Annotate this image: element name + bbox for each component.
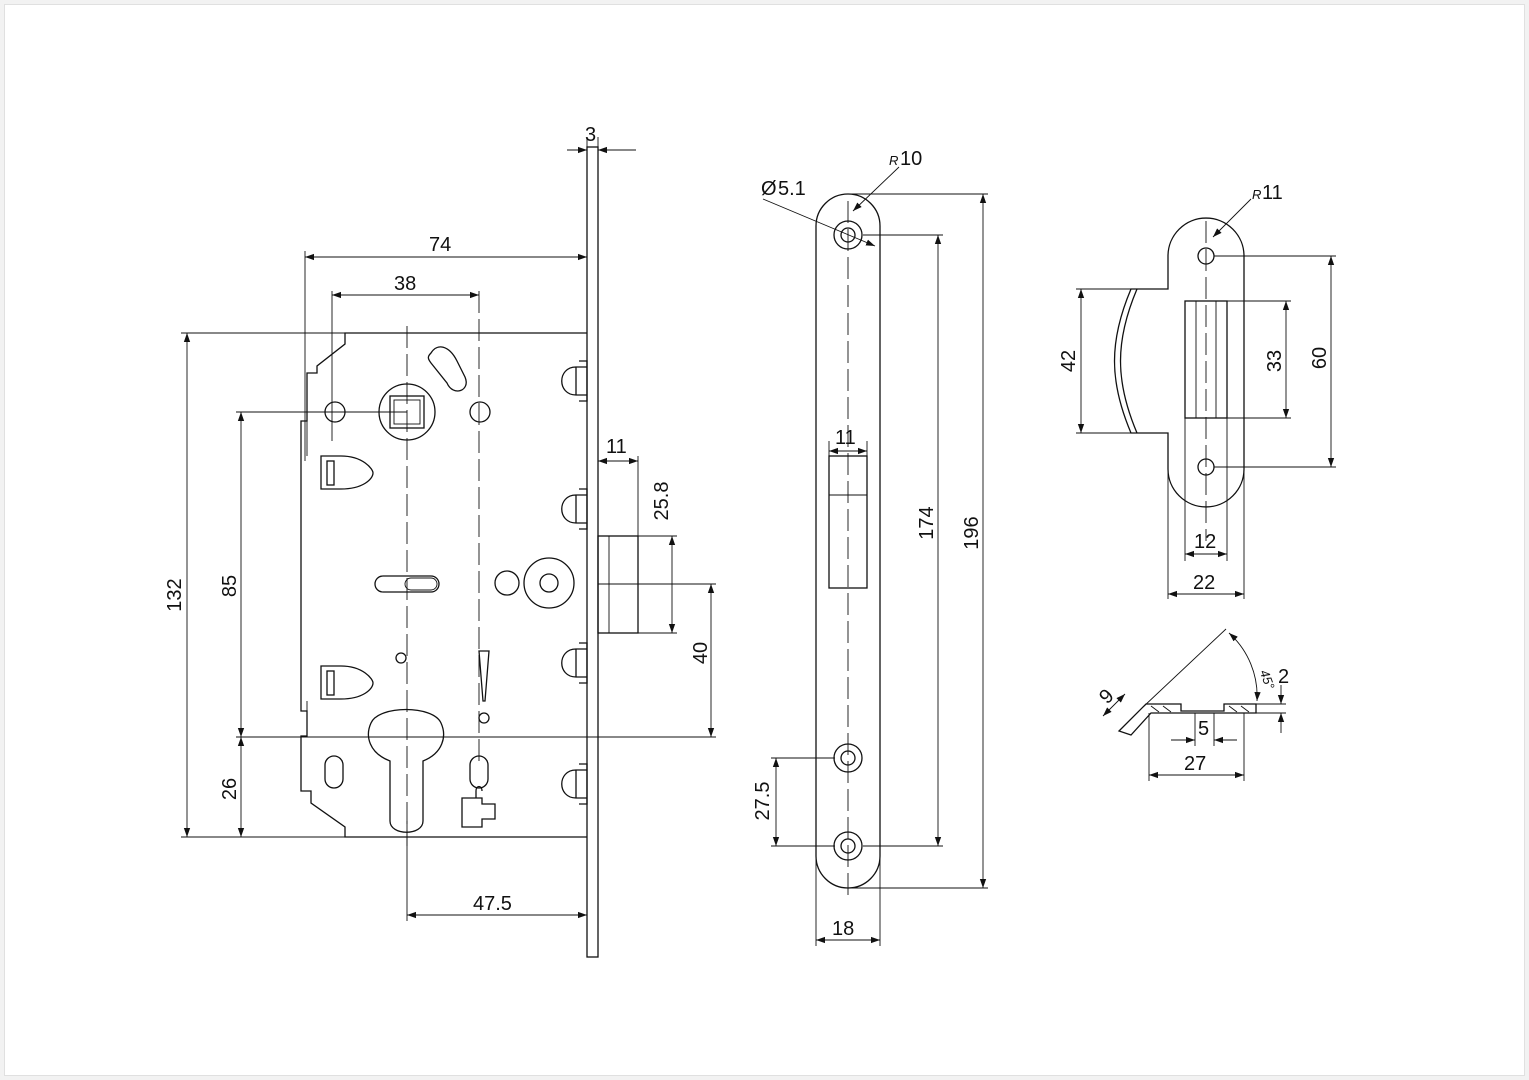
faceplate-view: Ø 5.1 R 10 11 174 196 27.5 18 xyxy=(752,148,988,946)
dim-text-33: 33 xyxy=(1264,350,1286,372)
leader-diameter xyxy=(762,198,876,247)
lower-spring-tab xyxy=(326,670,335,696)
dim-text-2: 2 xyxy=(1278,666,1289,688)
lock-case-outline xyxy=(300,332,587,838)
dim-text-radius: 10 xyxy=(900,148,922,170)
faceplate-latch-slot xyxy=(828,455,868,589)
dim-text-strike-radius-prefix: R xyxy=(1252,187,1261,202)
strike-plate-view: R 11 42 33 60 12 22 xyxy=(1058,182,1336,599)
dim-text-60: 60 xyxy=(1309,347,1331,369)
dim-text-132: 132 xyxy=(164,578,186,611)
hub-slot xyxy=(427,346,467,392)
dim-text-196: 196 xyxy=(961,516,983,549)
strike-profile-angle-line xyxy=(1142,628,1227,708)
leader-strike-radius xyxy=(1212,198,1252,238)
dim-text-74: 74 xyxy=(429,234,451,256)
dim-text-40: 40 xyxy=(690,642,712,664)
bottom-slot-left xyxy=(324,755,344,789)
leader-radius xyxy=(852,166,900,212)
strike-profile-outline xyxy=(1117,703,1257,736)
faceplate-top-hole-outer xyxy=(833,220,863,250)
dim-text-25-8: 25.8 xyxy=(651,482,673,521)
middle-hole-small xyxy=(494,570,520,596)
faceplate-bottom-hole xyxy=(840,838,856,854)
latch-bolt xyxy=(597,535,639,634)
dim-text-22: 22 xyxy=(1193,572,1215,594)
dim-line-9 xyxy=(1102,693,1126,717)
dim-text-42: 42 xyxy=(1058,350,1080,372)
faceplate-outline xyxy=(815,193,881,889)
dim-text-47-5: 47.5 xyxy=(473,893,512,915)
faceplate-extension-lines xyxy=(771,193,988,946)
lock-faceplate xyxy=(586,146,599,958)
dim-text-11-slot: 11 xyxy=(835,427,856,449)
dim-text-26: 26 xyxy=(219,778,241,800)
upper-spring-lever xyxy=(320,455,374,490)
middle-hole-large-inner xyxy=(539,573,559,593)
dim-text-3: 3 xyxy=(585,124,596,146)
technical-drawing: 3 74 38 132 85 26 47.5 11 25.8 40 xyxy=(164,124,1336,958)
middle-slot-inner xyxy=(404,577,438,591)
dim-text-38: 38 xyxy=(394,273,416,295)
dim-text-diameter-prefix: Ø xyxy=(761,178,777,200)
dim-text-radius-prefix: R xyxy=(889,153,898,168)
strike-lip-inner xyxy=(1119,288,1138,434)
strike-profile-view: 9 45° 2 5 27 xyxy=(1095,628,1289,781)
dim-text-5: 5 xyxy=(1198,718,1209,740)
dim-text-12: 12 xyxy=(1194,531,1216,553)
dim-text-9: 9 xyxy=(1095,685,1118,708)
profile-extension-lines xyxy=(1148,703,1286,781)
dim-text-174: 174 xyxy=(916,506,938,539)
faceplate-screws xyxy=(561,360,588,805)
dim-text-11-latch: 11 xyxy=(606,436,627,458)
small-hole-2 xyxy=(478,712,490,724)
dim-text-strike-radius: 11 xyxy=(1262,182,1283,204)
strike-profile-hatch xyxy=(1150,705,1250,713)
strike-plate-outline xyxy=(1113,217,1245,508)
strike-extension-lines xyxy=(1076,255,1336,599)
dim-text-diameter: 5.1 xyxy=(778,178,806,200)
faceplate-top-hole xyxy=(840,227,856,243)
lock-body-view: 3 74 38 132 85 26 47.5 11 25.8 40 xyxy=(164,124,716,958)
vertical-pin xyxy=(478,650,490,702)
dim-text-27: 27 xyxy=(1184,753,1206,775)
small-hole-1 xyxy=(395,652,407,664)
strike-profile-angle-arc xyxy=(1228,632,1261,702)
euro-cylinder-cutout xyxy=(367,708,445,833)
dim-text-27-5: 27.5 xyxy=(752,782,774,821)
lower-spring-lever xyxy=(320,665,374,700)
dim-text-85: 85 xyxy=(219,575,241,597)
bottom-latch-part xyxy=(461,785,496,828)
case-hole-right xyxy=(469,401,491,423)
upper-spring-tab xyxy=(326,460,335,486)
faceplate-mid-hole xyxy=(840,750,856,766)
lock-extension-lines xyxy=(181,137,716,921)
dim-text-18: 18 xyxy=(832,918,854,940)
middle-hole-large xyxy=(523,557,575,609)
dim-text-45: 45° xyxy=(1257,668,1278,692)
drawing-frame: 3 74 38 132 85 26 47.5 11 25.8 40 xyxy=(4,4,1525,1076)
